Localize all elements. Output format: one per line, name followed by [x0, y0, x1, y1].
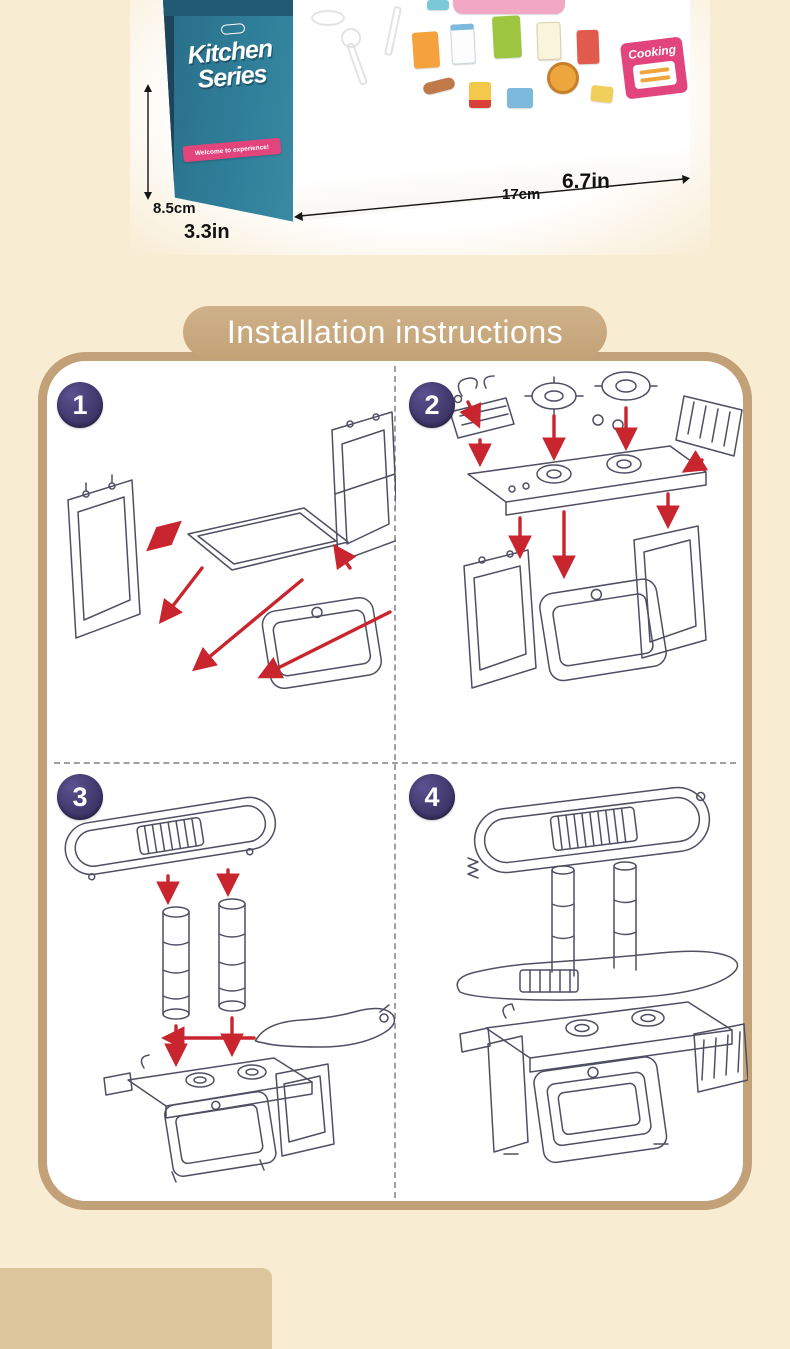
bottom-decor-block [0, 1268, 272, 1349]
fries-icon [469, 82, 491, 108]
dimension-depth-in: 3.3in [184, 221, 230, 243]
box-top-band [163, 0, 295, 16]
instructions-title: Installation instructions [226, 313, 564, 350]
dimension-depth-cm: 8.5cm [153, 200, 196, 217]
pizza-icon [547, 62, 579, 94]
step-3-badge: 3 [57, 774, 103, 820]
step-4-number: 4 [424, 781, 440, 812]
step-1-diagram [67, 411, 396, 690]
panel-divider-horizontal [54, 762, 736, 764]
toy-top-fragment-teal [427, 0, 449, 10]
step-1-number: 1 [72, 389, 88, 420]
dimension-lines [144, 84, 690, 221]
toy-top-fragment [453, 0, 565, 14]
panel-divider-vertical [394, 366, 396, 1198]
step-2-badge: 2 [409, 382, 455, 428]
snack-pack-icon [507, 88, 533, 108]
step-1-badge: 1 [57, 382, 103, 428]
instructions-title-banner: Installation instructions [183, 306, 607, 358]
step-3-diagram [64, 796, 396, 1183]
spoon-outline-icon [341, 28, 361, 48]
step-3-number: 3 [72, 781, 88, 812]
step-2-number: 2 [424, 389, 440, 420]
step-2-diagram [449, 371, 743, 689]
fish-outline-icon [311, 10, 345, 26]
step-4-badge: 4 [409, 774, 455, 820]
step-4-diagram [456, 786, 748, 1164]
